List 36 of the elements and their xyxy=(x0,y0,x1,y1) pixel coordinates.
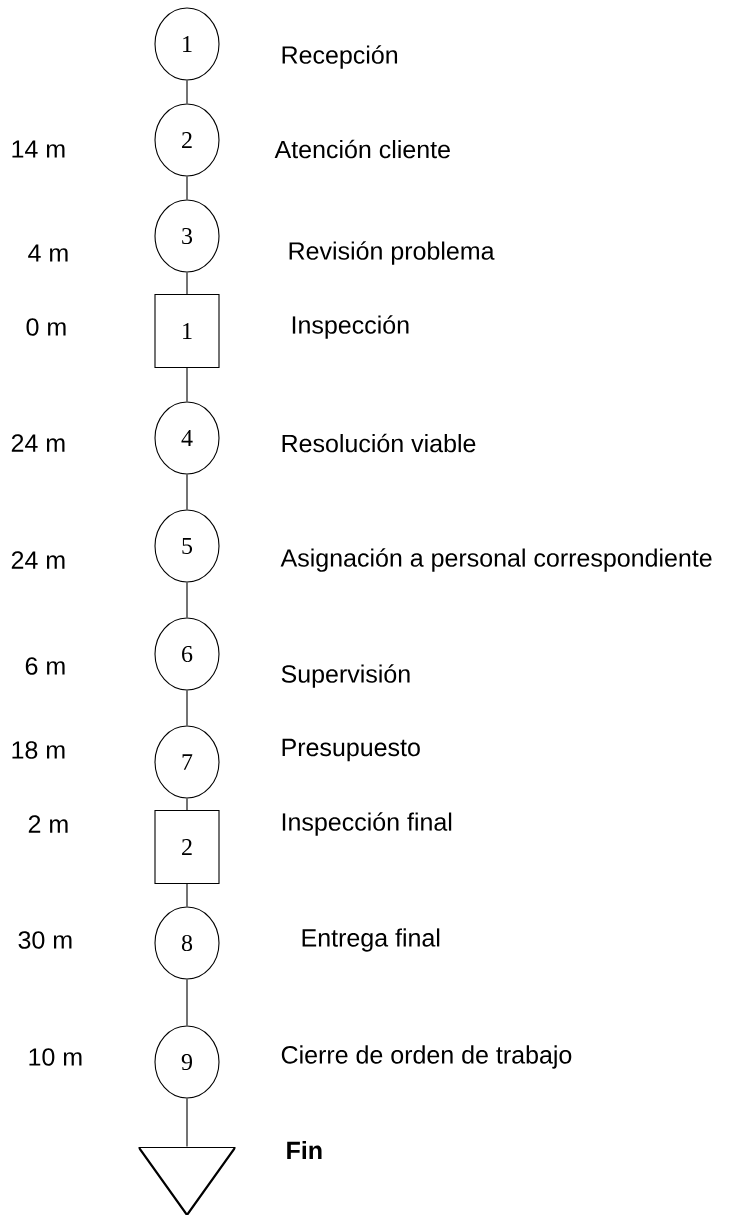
activity-label: Recepción xyxy=(282,45,398,69)
connector-line xyxy=(186,367,188,402)
time-label: 2 m xyxy=(28,815,68,833)
activity-label: Supervisión xyxy=(281,664,410,688)
inspection-box: 2 xyxy=(154,809,220,885)
connector-line xyxy=(186,1098,188,1147)
connector-line xyxy=(186,474,188,510)
end-triangle xyxy=(138,1147,236,1215)
activity-label: Inspección final xyxy=(282,812,452,836)
connector-line xyxy=(186,979,188,1026)
time-label: 24 m xyxy=(11,551,65,569)
connector-line xyxy=(186,883,188,907)
activity-label: Entrega final xyxy=(302,928,440,952)
time-label: 10 m xyxy=(29,1048,82,1066)
activity-label: Atención cliente xyxy=(274,139,450,159)
activity-label: Cierre de orden de trabajo xyxy=(281,1045,572,1069)
time-label: 18 m xyxy=(12,741,65,759)
connector-line xyxy=(186,80,188,104)
activity-label: Resolución viable xyxy=(282,433,476,453)
time-label: 14 m xyxy=(12,140,65,158)
activity-label: Inspección xyxy=(292,315,409,339)
connector-line xyxy=(186,798,188,811)
connector-line xyxy=(186,176,188,200)
activity-label: Revisión problema xyxy=(289,241,495,265)
time-label: 30 m xyxy=(18,931,72,949)
activity-label: Asignación a personal correspondiente xyxy=(280,548,712,572)
inspection-box: 1 xyxy=(154,293,220,369)
time-label: 0 m xyxy=(26,318,66,336)
time-label: 6 m xyxy=(25,657,65,675)
connector-line xyxy=(186,582,188,618)
activity-label: Fin xyxy=(287,1140,322,1160)
time-label: 4 m xyxy=(28,244,68,262)
connector-line xyxy=(186,690,188,726)
connector-line xyxy=(186,272,188,295)
time-label: 24 m xyxy=(11,434,65,452)
activity-label: Presupuesto xyxy=(282,738,420,762)
